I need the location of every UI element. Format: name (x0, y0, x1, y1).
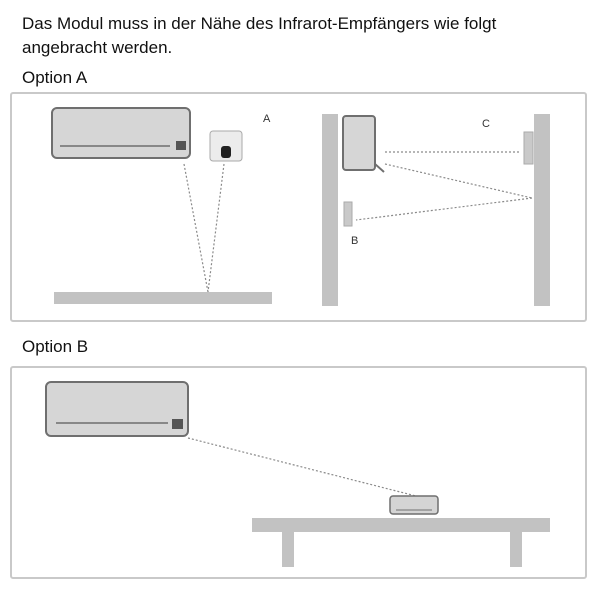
right-wall (534, 114, 550, 306)
module-position-b (343, 201, 353, 227)
intro-line-2: angebracht werden. (22, 38, 173, 57)
left-wall (322, 114, 338, 306)
option-a-diagram: A C B (51, 107, 550, 306)
ir-signal-lines-a (183, 163, 225, 293)
air-conditioner-unit-a (51, 107, 191, 159)
label-b: B (351, 235, 358, 247)
floor-surface (54, 292, 272, 304)
air-conditioner-side-view (342, 115, 385, 173)
option-b-heading: Option B (22, 337, 89, 356)
ir-signal-line-b (187, 437, 417, 497)
table (252, 518, 550, 567)
air-conditioner-unit-b (45, 381, 189, 437)
intro-text: Das Modul muss in der Nähe des Infrarot-… (22, 12, 592, 60)
module-device-a (209, 130, 243, 162)
option-a-heading: Option A (22, 68, 88, 87)
label-c: C (482, 118, 490, 130)
option-b-diagram (45, 381, 550, 567)
module-position-c (523, 131, 534, 165)
ir-signal-lines-reflection (355, 151, 533, 221)
option-a-panel: A C B (10, 92, 587, 322)
module-on-table (389, 495, 439, 515)
intro-line-1: Das Modul muss in der Nähe des Infrarot-… (22, 14, 497, 33)
label-a: A (263, 113, 271, 125)
option-b-panel (10, 366, 587, 579)
